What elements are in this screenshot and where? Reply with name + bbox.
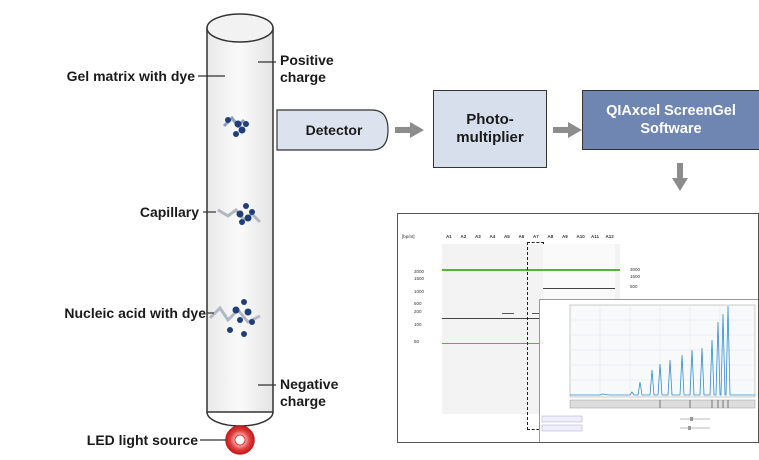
- arrow-icon: [553, 122, 582, 138]
- capillary-top: [206, 13, 274, 43]
- software-box: QIAxcel ScreenGel Software: [582, 90, 759, 150]
- tick-label: 500: [414, 301, 422, 306]
- molecule-icon: [208, 299, 261, 337]
- arrow-icon: [395, 122, 424, 138]
- electropherogram-panel: [539, 299, 758, 442]
- tick-label: 100: [414, 322, 422, 327]
- electropherogram-trace: [570, 305, 755, 396]
- lane-header[interactable]: A9: [562, 234, 568, 239]
- negative-charge-label: Negative charge: [280, 376, 339, 409]
- lane-header[interactable]: A3: [475, 234, 481, 239]
- lane-header[interactable]: A6: [518, 234, 525, 239]
- lane-header[interactable]: A7: [533, 234, 539, 239]
- screen-header: [bp/nt]: [402, 234, 415, 239]
- detector-box: Detector: [305, 122, 363, 138]
- detector-shape: [276, 109, 389, 151]
- lane-header[interactable]: A12: [605, 234, 614, 239]
- lane-header[interactable]: A1: [446, 234, 452, 239]
- software-screenshot: [bp/nt] A1 A2 A3 A4 A5 A6 A7 A8 A9 A10 A11 A12 3000…: [397, 213, 759, 443]
- tick-label: 1500: [414, 276, 425, 281]
- lane-header[interactable]: A2: [460, 234, 467, 239]
- marker-label: 1500: [630, 274, 641, 279]
- positive-charge-label: Positive charge: [280, 52, 334, 85]
- tick-label: 200: [414, 309, 422, 314]
- gel-matrix-label: Gel matrix with dye: [66, 68, 195, 84]
- nucleic-acid-label: Nucleic acid with dye: [64, 305, 206, 321]
- molecule-icon: [222, 115, 249, 137]
- molecule-icon: [217, 203, 262, 225]
- led-label: LED light source: [86, 432, 198, 448]
- lane-header[interactable]: A10: [576, 234, 585, 239]
- lane-header[interactable]: A5: [504, 234, 510, 239]
- arrow-down-icon: [672, 163, 688, 191]
- marker-label: 3000: [630, 267, 641, 272]
- capillary-label: Capillary: [139, 204, 199, 220]
- lane-header[interactable]: A8: [547, 234, 554, 239]
- tick-label: 3000: [414, 269, 425, 274]
- lane-header[interactable]: A11: [591, 234, 600, 239]
- lane-header[interactable]: A4: [489, 234, 496, 239]
- tick-label: 1000: [414, 289, 425, 294]
- photomultiplier-box: Photo- multiplier: [433, 90, 547, 168]
- tick-label: 50: [414, 339, 420, 344]
- marker-label: 500: [630, 284, 638, 289]
